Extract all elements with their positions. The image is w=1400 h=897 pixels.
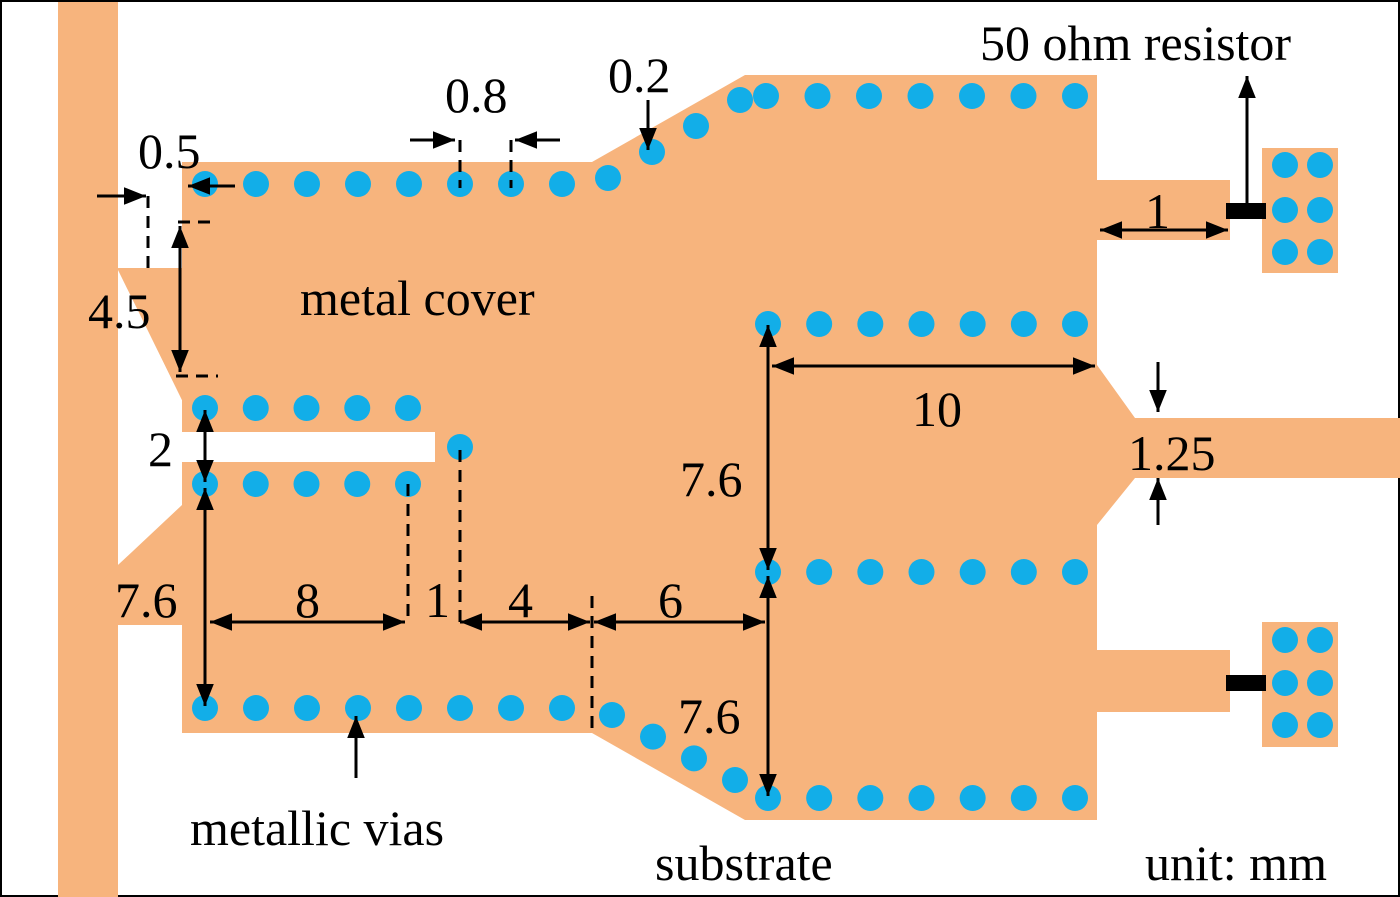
via	[1272, 152, 1298, 178]
via	[1062, 83, 1088, 109]
via	[908, 559, 935, 585]
dim-label-0-5: 0.5	[138, 123, 201, 179]
via	[1307, 712, 1333, 738]
via	[639, 139, 665, 165]
dim-label-2: 2	[148, 421, 173, 477]
dim-label-6: 6	[658, 572, 683, 628]
via	[959, 559, 986, 585]
via	[1010, 311, 1037, 337]
dim-label-4-5: 4.5	[88, 283, 151, 339]
dim-label-1-25: 1.25	[1128, 425, 1216, 481]
via	[549, 171, 575, 197]
dim-label-1-resistor: 1	[1145, 183, 1170, 239]
via	[1307, 239, 1333, 265]
via	[396, 695, 422, 721]
metal-cover-body	[182, 75, 1400, 820]
via	[1010, 83, 1037, 109]
via	[959, 311, 986, 337]
via	[1010, 785, 1037, 811]
dim-label-7-6-upper-right: 7.6	[680, 451, 743, 507]
via	[243, 695, 269, 721]
via	[1272, 670, 1298, 696]
via	[806, 785, 833, 811]
via	[1010, 559, 1037, 585]
via	[498, 695, 524, 721]
via	[595, 165, 621, 191]
dim-label-7-6-left: 7.6	[115, 572, 178, 628]
via	[344, 471, 371, 497]
via	[1062, 559, 1088, 585]
via	[395, 395, 421, 421]
metal-cover-label: metal cover	[300, 270, 535, 326]
via	[1307, 670, 1333, 696]
via	[753, 83, 779, 109]
via	[804, 83, 831, 109]
dimension-lines	[97, 76, 1256, 796]
via	[1272, 627, 1298, 653]
via	[293, 395, 320, 421]
via	[1272, 712, 1298, 738]
via	[856, 83, 882, 109]
via	[908, 311, 935, 337]
dim-label-10: 10	[912, 381, 962, 437]
dim-label-4: 4	[508, 572, 533, 628]
via	[683, 113, 709, 139]
metallic-vias-label: metallic vias	[190, 800, 444, 856]
via	[345, 171, 371, 197]
dim-label-8: 8	[295, 572, 320, 628]
left-taper-upper	[118, 268, 182, 400]
via	[959, 83, 985, 109]
via	[1272, 197, 1298, 223]
via	[959, 785, 986, 811]
via	[857, 559, 884, 585]
dim-label-7-6-lower-right: 7.6	[678, 688, 741, 744]
left-taper-lower	[118, 505, 182, 625]
via	[1272, 239, 1298, 265]
via	[857, 785, 884, 811]
via	[242, 471, 269, 497]
via	[294, 695, 320, 721]
dim-label-1-slot: 1	[425, 572, 450, 628]
via	[857, 311, 884, 337]
resistor-top	[1226, 203, 1266, 219]
via	[599, 702, 625, 728]
via	[1062, 311, 1088, 337]
via	[242, 395, 269, 421]
metallic-vias	[192, 83, 1333, 811]
dim-label-0-8: 0.8	[445, 67, 508, 123]
via	[447, 434, 473, 460]
via	[907, 83, 934, 109]
via	[1307, 197, 1333, 223]
text-labels: 50 ohm resistor metal cover metallic via…	[88, 15, 1327, 891]
via	[640, 723, 666, 750]
via	[396, 171, 422, 197]
via	[806, 311, 833, 337]
left-feed-line	[58, 2, 118, 897]
via	[293, 471, 320, 497]
unit-label: unit: mm	[1145, 835, 1327, 891]
via	[344, 395, 371, 421]
via	[908, 785, 935, 811]
via	[1307, 152, 1333, 178]
via	[681, 745, 707, 772]
resistor-bottom	[1226, 675, 1266, 691]
resistor-label: 50 ohm resistor	[980, 15, 1291, 71]
via	[549, 695, 575, 721]
via	[447, 695, 473, 721]
via	[727, 87, 753, 113]
dim-label-0-2: 0.2	[608, 47, 671, 103]
via	[294, 171, 320, 197]
via	[345, 695, 371, 721]
substrate-label: substrate	[655, 835, 833, 891]
via	[1062, 785, 1088, 811]
coupling-slot	[182, 432, 435, 462]
via	[243, 171, 269, 197]
via	[1307, 627, 1333, 653]
via	[722, 767, 748, 793]
via	[806, 559, 833, 585]
